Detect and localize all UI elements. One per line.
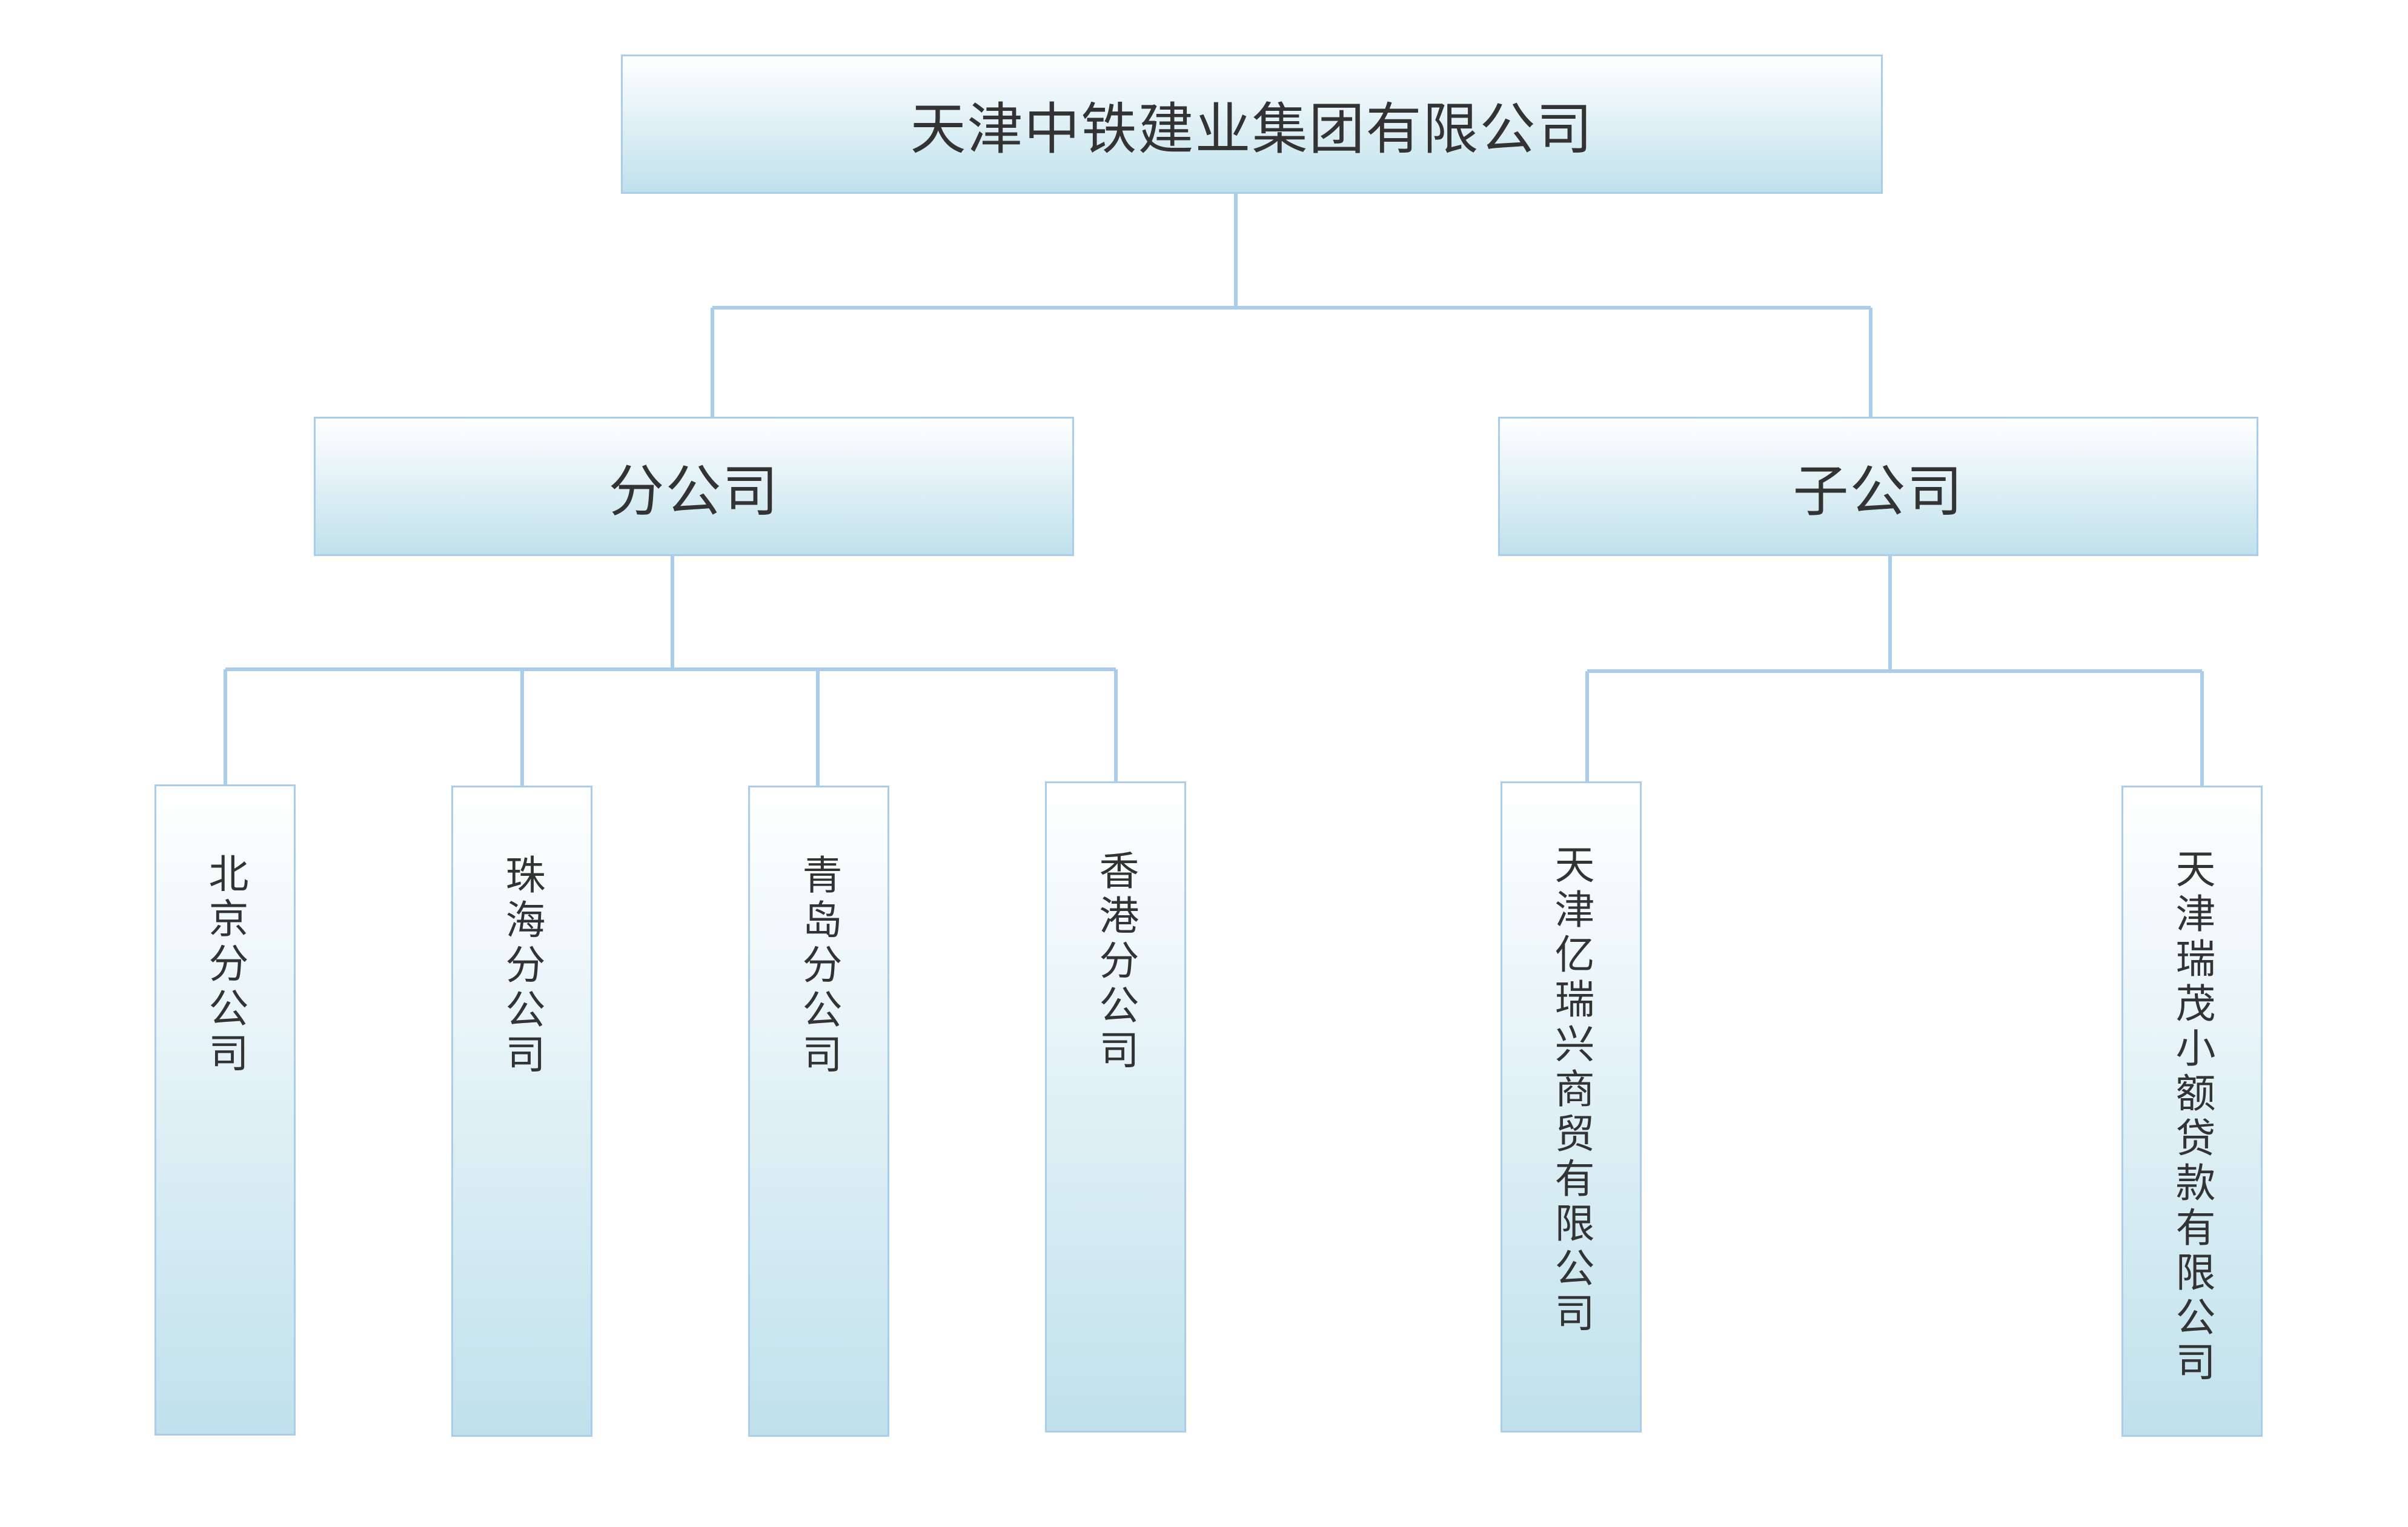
branches-group-node: 分公司 [314,417,1074,556]
root-node: 天津中铁建业集团有限公司 [621,55,1883,194]
subsidiaries-group-label: 子公司 [1793,459,1964,524]
branch-office-label: 珠海分公司 [499,854,546,1078]
subsidiaries-group-node: 子公司 [1498,417,2258,556]
subsidiary-label: 天津瑞茂小额贷款有限公司 [2169,848,2216,1386]
branch-office-hongkong: 香港分公司 [1045,781,1186,1433]
branch-office-label: 北京分公司 [202,853,249,1077]
subsidiary-label: 天津亿瑞兴商贸有限公司 [1548,844,1595,1337]
branch-office-label: 青岛分公司 [795,854,843,1078]
branch-office-qingdao: 青岛分公司 [748,786,889,1437]
branch-office-zhuhai: 珠海分公司 [451,786,592,1437]
subsidiary-ruimao: 天津瑞茂小额贷款有限公司 [2121,786,2263,1437]
branch-office-beijing: 北京分公司 [154,784,296,1436]
branches-group-label: 分公司 [608,459,780,524]
subsidiary-yiruixing: 天津亿瑞兴商贸有限公司 [1501,781,1642,1433]
branch-office-label: 香港分公司 [1092,850,1139,1074]
root-node-label: 天津中铁建业集团有限公司 [910,96,1594,162]
